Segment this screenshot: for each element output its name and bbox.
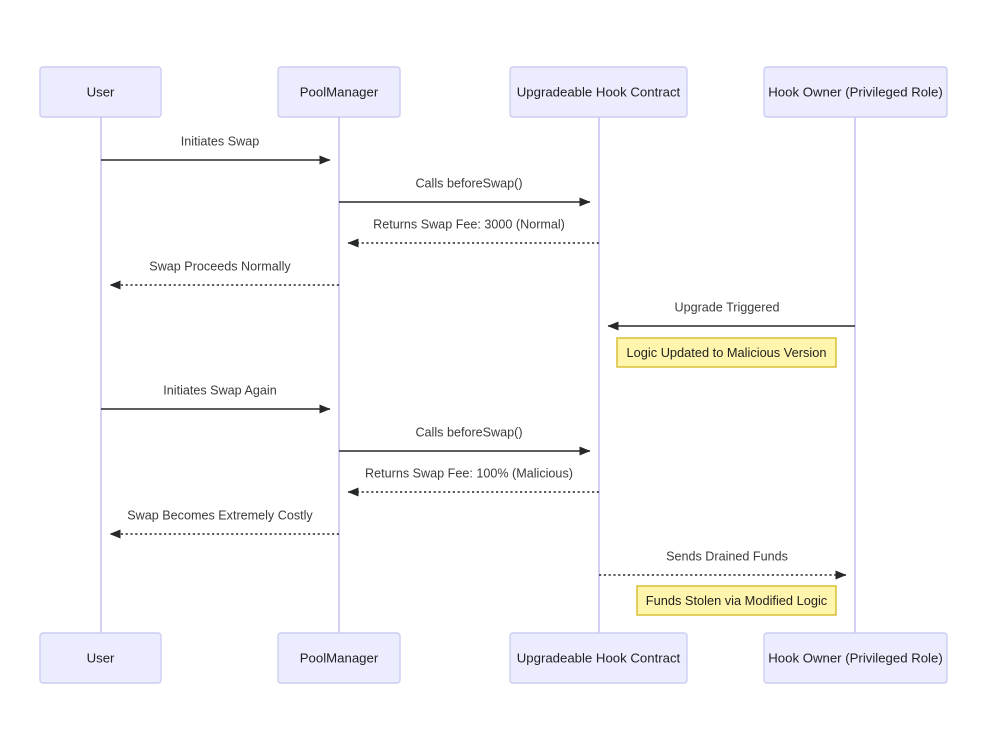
note-label-n1: Logic Updated to Malicious Version — [627, 345, 827, 360]
notes-group: Logic Updated to Malicious VersionFunds … — [616, 337, 837, 616]
actor-box-user-top[interactable] — [39, 66, 162, 118]
lifelines-group — [100, 117, 856, 633]
actors-bottom-group: User PoolManager Upgradeable Hook Contract… — [39, 632, 948, 684]
actor-box-owner-top[interactable] — [763, 66, 948, 118]
actor-label-owner-bottom: Hook Owner (Privileged Role) — [768, 650, 942, 665]
message-label-m1: Initiates Swap — [181, 134, 259, 148]
actor-label-owner-top: Hook Owner (Privileged Role) — [768, 84, 942, 99]
message-label-m10: Sends Drained Funds — [666, 549, 788, 563]
actor-label-user-top: User — [87, 84, 115, 99]
message-label-m2: Calls beforeSwap() — [415, 176, 522, 190]
message-label-m7: Calls beforeSwap() — [415, 425, 522, 439]
message-label-m9: Swap Becomes Extremely Costly — [127, 508, 313, 522]
message-label-m4: Swap Proceeds Normally — [149, 259, 291, 273]
message-label-m8: Returns Swap Fee: 100% (Malicious) — [365, 466, 573, 480]
actor-box-user-bottom[interactable] — [39, 632, 162, 684]
actor-label-poolmanager-top: PoolManager — [300, 84, 379, 99]
note-box-n2[interactable] — [636, 585, 837, 616]
message-label-m3: Returns Swap Fee: 3000 (Normal) — [373, 217, 565, 231]
actor-box-hook-bottom[interactable] — [509, 632, 688, 684]
actor-box-owner-bottom[interactable] — [763, 632, 948, 684]
actor-box-poolmanager-bottom[interactable] — [277, 632, 401, 684]
actor-label-hook-bottom: Upgradeable Hook Contract — [517, 650, 681, 665]
message-label-m5: Upgrade Triggered — [674, 300, 779, 314]
note-box-n1[interactable] — [616, 337, 837, 368]
actor-label-hook-top: Upgradeable Hook Contract — [517, 84, 681, 99]
message-label-m6: Initiates Swap Again — [163, 383, 276, 397]
actor-box-poolmanager-top[interactable] — [277, 66, 401, 118]
actor-label-user-bottom: User — [87, 650, 115, 665]
actors-top-group: User PoolManager Upgradeable Hook Contract… — [39, 66, 948, 118]
actor-label-poolmanager-bottom: PoolManager — [300, 650, 379, 665]
note-label-n2: Funds Stolen via Modified Logic — [646, 593, 828, 608]
actor-box-hook-top[interactable] — [509, 66, 688, 118]
